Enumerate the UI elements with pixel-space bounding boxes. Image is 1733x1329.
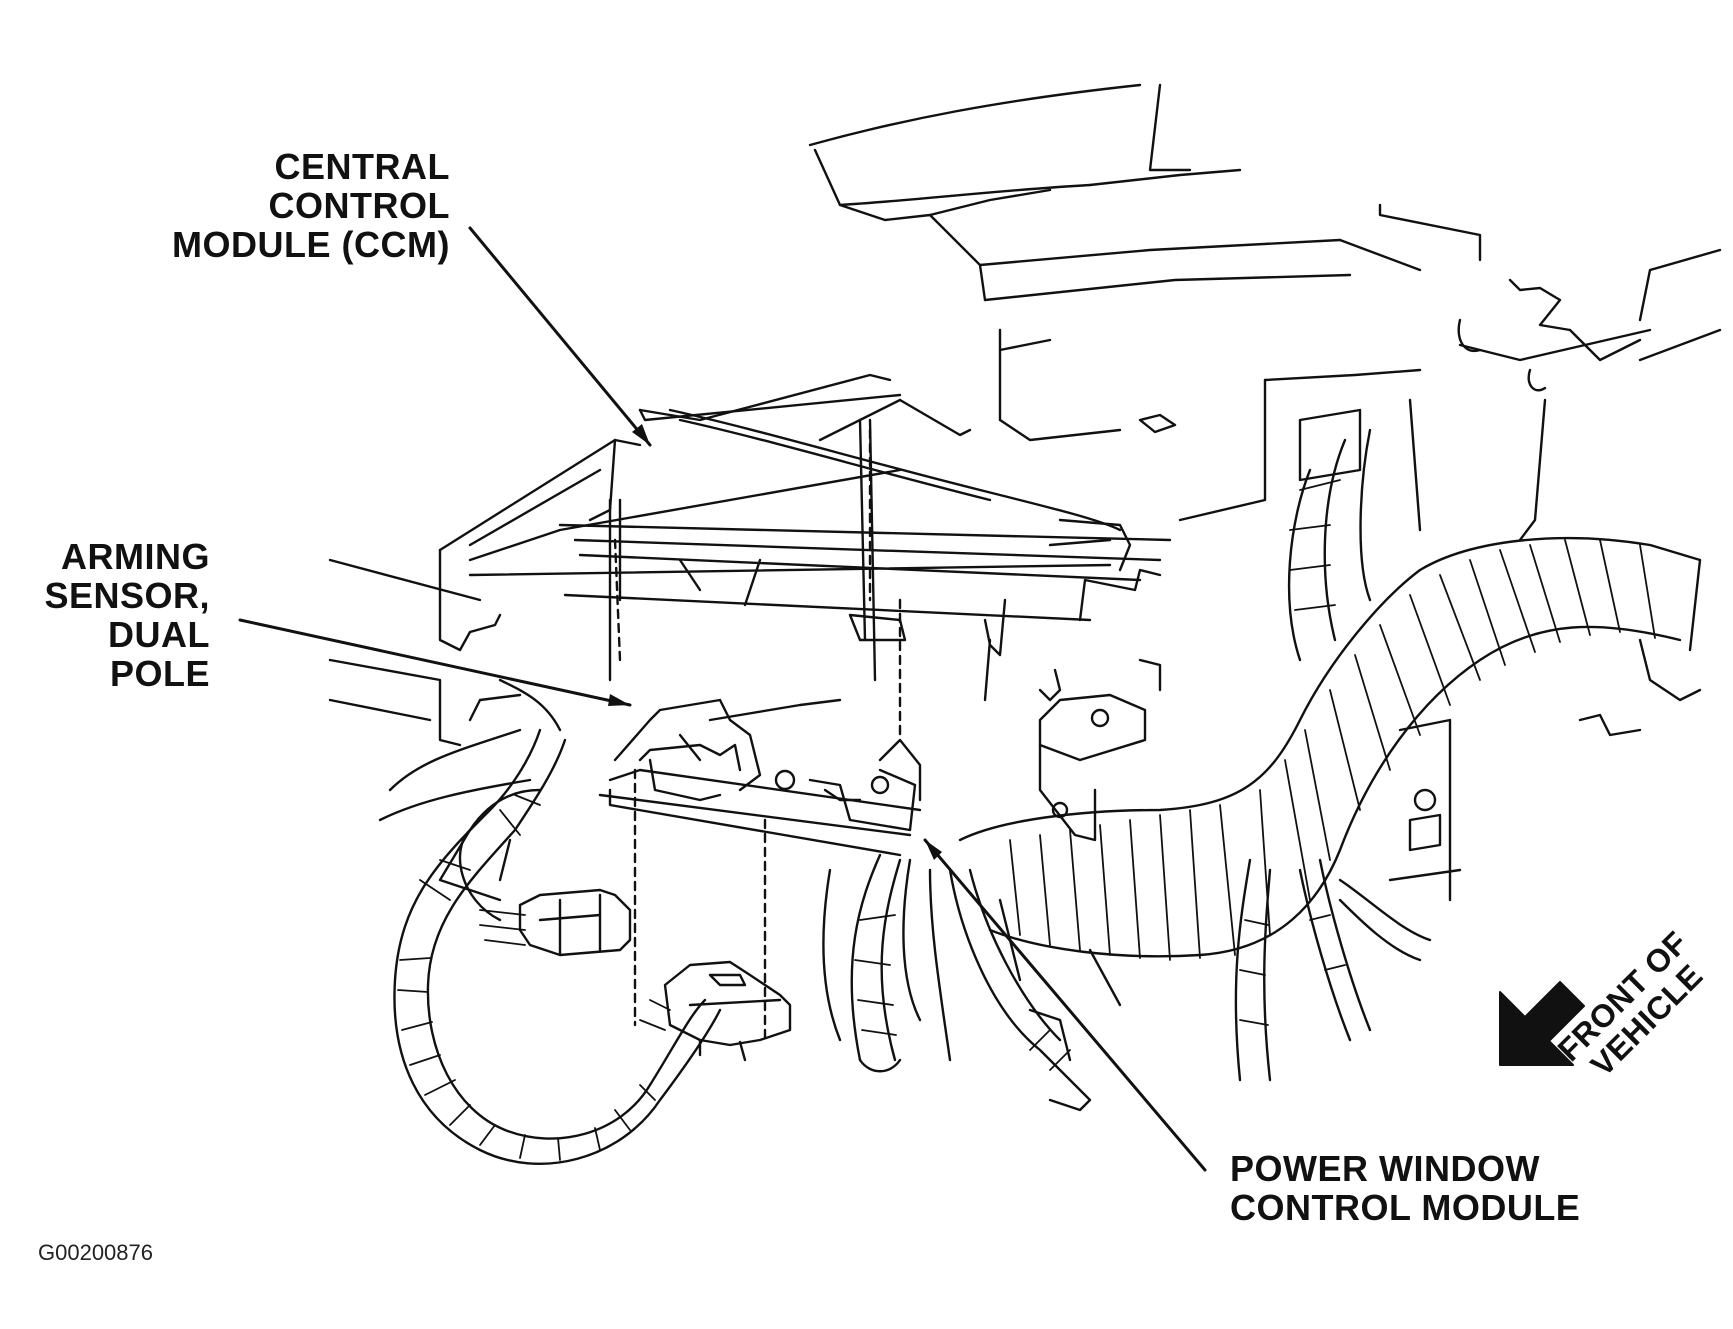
- pwcm-leader-line: [923, 838, 1207, 1172]
- arrow-down-left-icon: [1499, 981, 1585, 1066]
- left-wire-harness: [378, 678, 722, 1165]
- dashboard-structure: [808, 83, 1722, 542]
- pwcm-arrowhead: [925, 840, 942, 860]
- ccm-label: CENTRAL CONTROL MODULE (CCM): [172, 146, 450, 265]
- ccm-module-bracket: [438, 373, 1172, 702]
- lower-module-body: [598, 698, 922, 857]
- pwcm-connector: [639, 960, 792, 1062]
- leader-lines: [238, 226, 1207, 1172]
- mount-bracket: [983, 638, 1162, 842]
- alignment-lines: [613, 428, 902, 1042]
- right-wire-harness: [958, 428, 1702, 1082]
- ccm-leader-line: [468, 226, 652, 447]
- middle-wire-bundle: [822, 853, 1092, 1112]
- pwcm-label: POWER WINDOW CONTROL MODULE: [1230, 1148, 1581, 1228]
- leader-arrowheads: [608, 424, 942, 860]
- right-side-hardware: [1388, 638, 1702, 902]
- arming-sensor-leader-line: [238, 618, 632, 707]
- arming-sensor-connector: [479, 888, 632, 957]
- arming-sensor-arrowhead: [608, 694, 630, 706]
- panel-lines: [328, 558, 1122, 1062]
- arming-sensor-label: ARMING SENSOR, DUAL POLE: [44, 536, 210, 694]
- ccm-arrowhead: [632, 424, 650, 445]
- figure-id: G00200876: [38, 1240, 153, 1265]
